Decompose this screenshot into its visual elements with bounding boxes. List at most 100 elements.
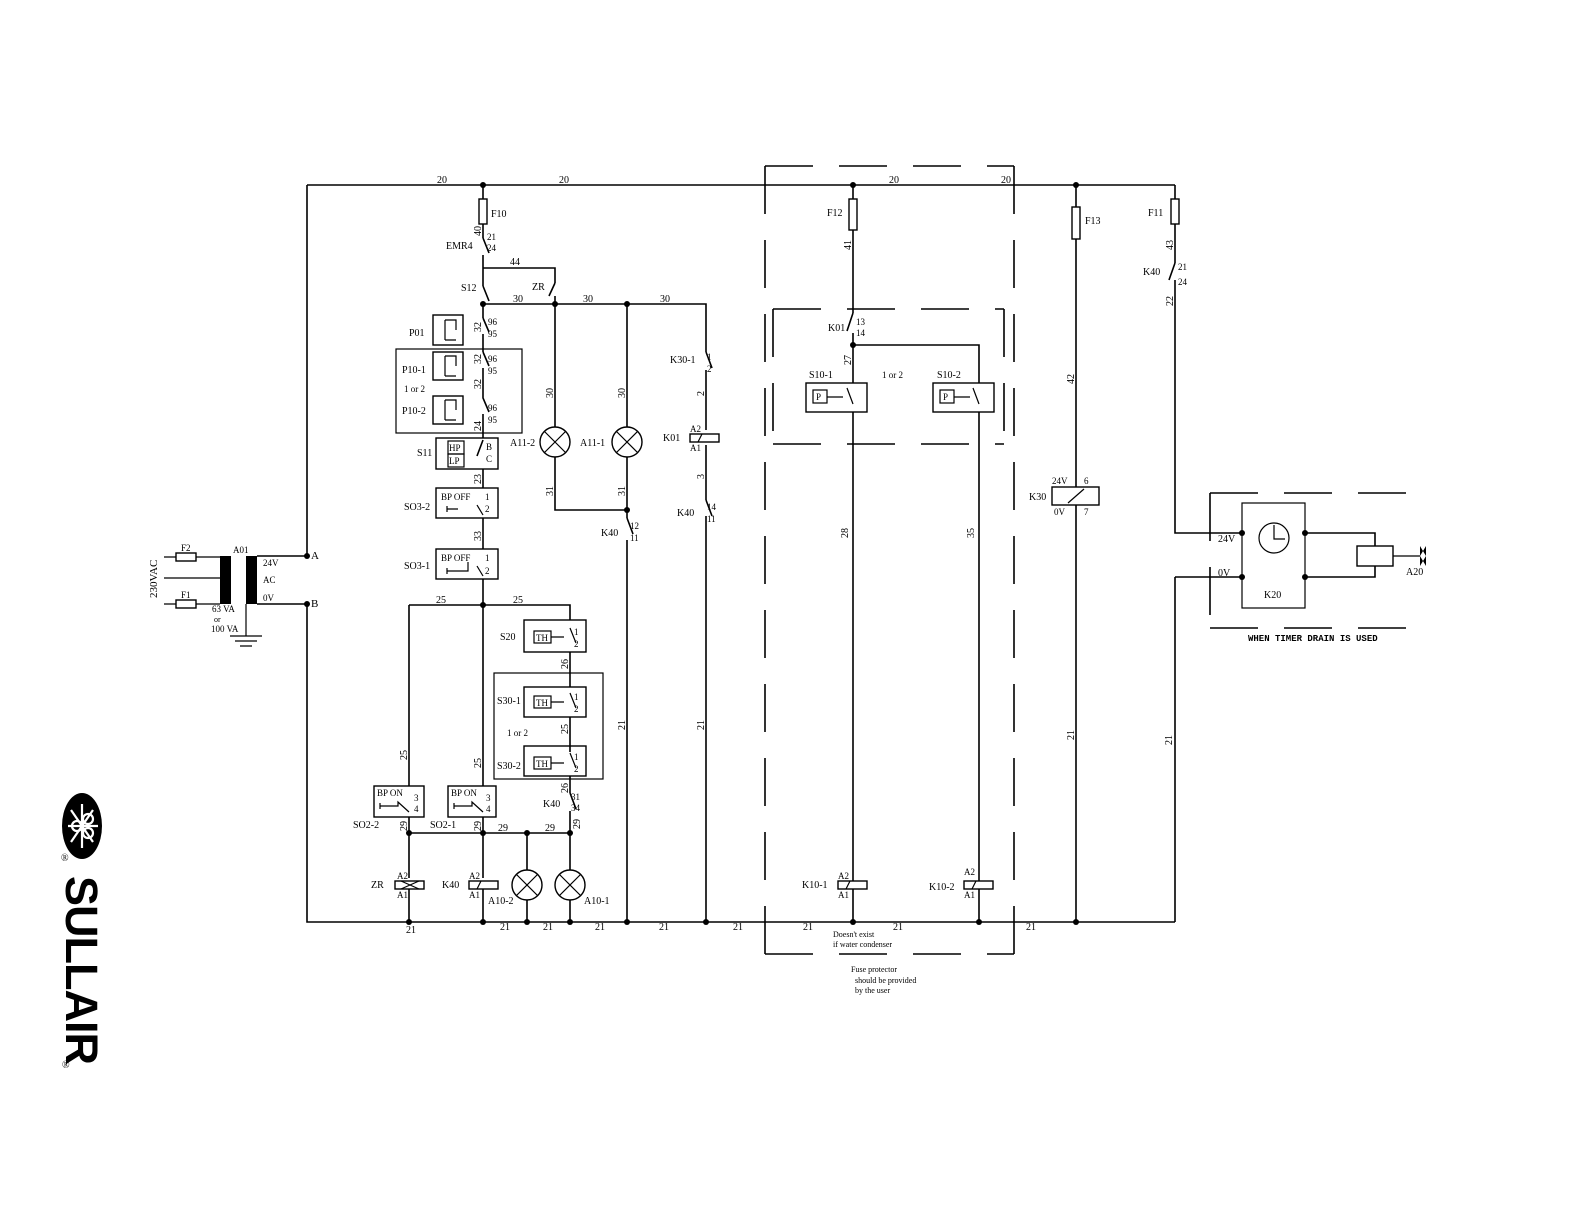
k20-timer-box	[1241, 502, 1306, 609]
p01-label: P01	[409, 328, 425, 339]
s30-1-label: S30-1	[497, 696, 521, 707]
fuse-f13-label: F13	[1085, 216, 1101, 227]
zr-coil-label: ZR	[371, 880, 384, 891]
terminal-label: 3	[486, 793, 491, 803]
rating-100va: 100 VA	[211, 624, 239, 634]
terminal-label: A1	[690, 443, 701, 453]
wire-label: 25	[513, 595, 523, 606]
k20-label: K20	[1264, 590, 1281, 601]
wire-label: 35	[966, 528, 977, 538]
terminal-label: C	[486, 454, 492, 464]
so3-2-button	[435, 487, 499, 519]
wire-label: 30	[545, 388, 556, 398]
terminal-label: 2	[574, 639, 579, 649]
a20-solenoid-coil	[1356, 545, 1394, 567]
wire-label: 28	[840, 528, 851, 538]
p-label: P	[816, 392, 821, 402]
secondary-24v-label: 24V	[263, 558, 279, 568]
terminal-label: 21	[1178, 262, 1187, 272]
terminal-label: 14	[856, 328, 866, 338]
logo-wordmark: SULLAIR	[56, 876, 107, 1064]
wire-label: 40	[473, 226, 484, 236]
wire-label: 41	[843, 240, 854, 250]
bus-b-label: B	[311, 598, 318, 610]
terminal-label: A1	[469, 890, 480, 900]
timer-drain-note: WHEN TIMER DRAIN IS USED	[1248, 634, 1378, 644]
s10-one-or-two: 1 or 2	[882, 370, 903, 380]
bottom-rail: 21 21 21 21 21 21 21 21 21	[406, 919, 1079, 936]
zr-contact-label: ZR	[532, 282, 545, 293]
wire-label: 21	[406, 925, 416, 936]
logo-registered-bottom: ®	[62, 1060, 70, 1071]
k40-contact-label: K40	[601, 528, 618, 539]
terminal-label: 96	[488, 403, 498, 413]
alarm-lamps: 30 30 A11-2 A11-1 31 31 K40 12 11 21	[510, 304, 643, 922]
s11-switch	[435, 437, 499, 470]
k40-coil	[468, 880, 499, 890]
emr4-label: EMR4	[446, 241, 473, 252]
terminal-label: 95	[488, 329, 498, 339]
terminal-label: A1	[397, 890, 408, 900]
wire-label: 29	[399, 821, 410, 831]
wire-label: 33	[473, 531, 484, 541]
s30-one-or-two: 1 or 2	[507, 728, 528, 738]
p10-2-switch	[432, 395, 464, 425]
k10-1-coil	[837, 880, 868, 890]
fuse-f1-icon	[175, 599, 197, 609]
so3-1-label: SO3-1	[404, 561, 430, 572]
terminal-label: 11	[707, 514, 716, 524]
fuse-note-3: by the user	[855, 986, 890, 995]
terminal-label: 1	[707, 352, 712, 362]
timer-drain-branch: F11 43 K40 21 24 22 21 24V 0V K20 A20 WH…	[1143, 185, 1426, 922]
fuse-f11-icon	[1170, 198, 1180, 225]
s30-group-box	[493, 672, 604, 780]
transformer-label: A01	[233, 545, 249, 555]
wire-label: 20	[1001, 175, 1011, 186]
k10-2-coil	[963, 880, 994, 890]
terminal-label: 34	[571, 803, 581, 813]
terminal-label: 7	[1084, 507, 1089, 517]
timer-clock-icon	[1258, 522, 1290, 554]
fuse-f10-label: F10	[491, 209, 507, 220]
terminal-label: 12	[630, 521, 639, 531]
terminal-label: 3	[414, 793, 419, 803]
bp-on-label: BP ON	[377, 788, 403, 798]
bp-on-label: BP ON	[451, 788, 477, 798]
wire-label: 20	[437, 175, 447, 186]
k20-24v-label: 24V	[1218, 534, 1236, 545]
lamp-a11-1-icon	[611, 426, 643, 458]
wire-label: 42	[1066, 374, 1077, 384]
wire-label: 29	[545, 823, 555, 834]
p10-one-or-two: 1 or 2	[404, 384, 425, 394]
wire-label: 25	[399, 750, 410, 760]
k20-0v-label: 0V	[1218, 568, 1231, 579]
fuse-f12-label: F12	[827, 208, 843, 219]
water-condenser-note-2: if water condenser	[833, 940, 892, 949]
p-label: P	[943, 392, 948, 402]
wire-label: 29	[572, 819, 583, 829]
terminal-label: 96	[488, 354, 498, 364]
wire-label: 26	[560, 659, 571, 669]
terminal-label: 1	[574, 752, 579, 762]
wire-label: 26	[560, 783, 571, 793]
wire-label: 32	[473, 354, 484, 364]
terminal-label: 96	[488, 317, 498, 327]
s11-hp: HP	[449, 443, 461, 453]
wire-label: 32	[473, 322, 484, 332]
fuse-f12-icon	[848, 198, 858, 231]
wire-label: 30	[617, 388, 628, 398]
terminal-label: 13	[856, 317, 866, 327]
fuse-f11-label: F11	[1148, 208, 1163, 219]
p10-1-label: P10-1	[402, 365, 426, 376]
wire-label: 3	[696, 474, 707, 479]
wire-label: 43	[1165, 240, 1176, 250]
wire-label: 21	[595, 922, 605, 933]
terminal-label: 24	[487, 243, 497, 253]
fuse-note-1: Fuse protector	[851, 965, 897, 974]
terminal-label: A2	[838, 871, 849, 881]
secondary-ac-label: AC	[263, 575, 276, 585]
condenser-fan-section: Doesn't exist if water condenser F12 41 …	[764, 165, 1015, 995]
wire-label: 21	[803, 922, 813, 933]
fuse-f10-icon	[478, 198, 488, 225]
